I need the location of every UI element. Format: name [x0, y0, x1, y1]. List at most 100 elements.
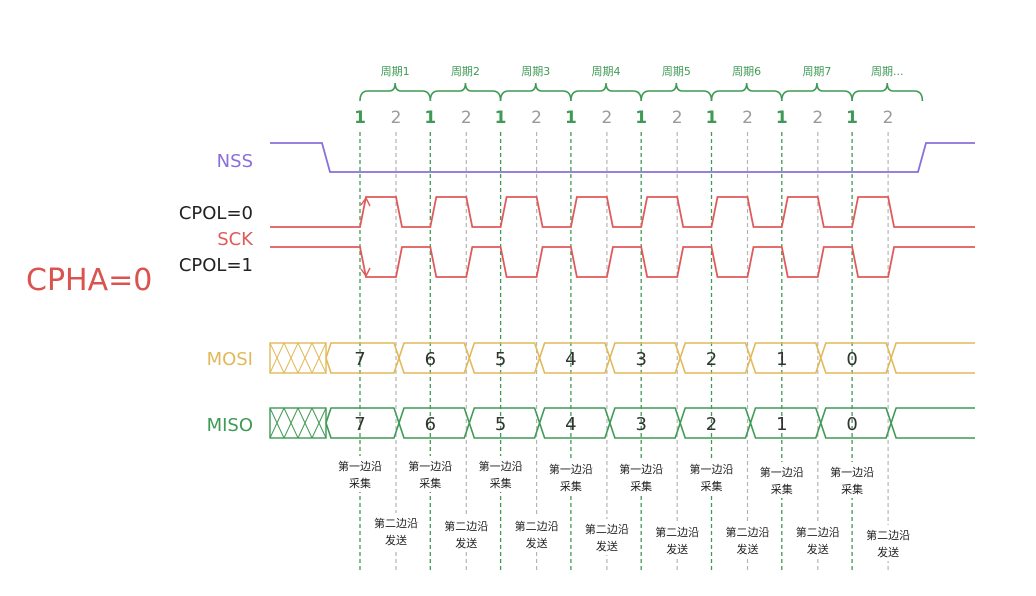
sample-note-line1: 第一边沿: [479, 459, 523, 473]
sample-note-line2: 采集: [630, 479, 652, 493]
sample-note-line1: 第一边沿: [408, 459, 452, 473]
mosi-bit-value: 4: [565, 349, 576, 370]
edge-1-number: 1: [776, 108, 788, 128]
edge-1-number: 1: [565, 108, 577, 128]
mosi-hatch: [283, 342, 299, 374]
sample-note-line1: 第一边沿: [619, 462, 663, 476]
miso-bit-value: 6: [425, 414, 436, 435]
period-brace: [359, 82, 432, 102]
period-label: 周期5: [662, 65, 691, 78]
edge-1-number: 1: [846, 108, 858, 128]
nss-line: [270, 142, 975, 173]
sample-note-line2: 采集: [490, 476, 512, 490]
sck-cpol0-line: [270, 196, 975, 228]
edge-1-number: 1: [635, 108, 647, 128]
period-label: 周期4: [592, 65, 621, 78]
period-label: 周期1: [381, 65, 410, 78]
sck-cpol1-line: [270, 246, 975, 278]
mosi-hatch: [269, 342, 285, 374]
send-note-line1: 第二边沿: [726, 525, 770, 539]
edge-1-number: 1: [354, 108, 366, 128]
note-bg: [791, 522, 844, 558]
note-bg: [544, 459, 597, 495]
send-note-line1: 第二边沿: [444, 519, 488, 533]
period-brace: [429, 82, 502, 102]
sck-cpol0-arrow: [360, 196, 371, 207]
note-bg: [651, 522, 704, 558]
send-note-line2: 发送: [877, 545, 899, 559]
miso-hatch: [269, 407, 285, 439]
mosi-bit-value: 6: [425, 349, 436, 370]
send-note-line1: 第二边沿: [796, 525, 840, 539]
sample-note-line2: 采集: [349, 476, 371, 490]
edge-2-number: 2: [812, 108, 823, 128]
mosi-bit-value: 3: [635, 349, 646, 370]
send-note-line2: 发送: [737, 542, 759, 556]
miso-hatch: [283, 407, 299, 439]
period-brace: [570, 82, 642, 102]
mosi-hatch: [297, 342, 313, 374]
mosi-bit-value: 5: [495, 349, 506, 370]
cpol0-label: CPOL=0: [179, 203, 253, 224]
edge-2-number: 2: [461, 108, 472, 128]
mosi-bit-value: 1: [776, 349, 787, 370]
note-bg: [334, 456, 386, 492]
mosi-undefined-box: [269, 342, 327, 374]
sample-note-line2: 采集: [771, 482, 793, 496]
note-bg: [580, 519, 633, 555]
sample-note-line2: 采集: [560, 479, 582, 493]
miso-hatch: [297, 407, 313, 439]
edge-notes: 第一边沿采集第二边沿发送第一边沿采集第二边沿发送第一边沿采集第二边沿发送第一边沿…: [334, 456, 915, 561]
sample-note-line1: 第一边沿: [830, 465, 874, 479]
edge-1-number: 1: [706, 108, 718, 128]
edge-2-number: 2: [883, 108, 894, 128]
edge-markers: 1 2 1 2 1 2 1 2 1 2 1 2 1 2 1 2: [354, 108, 894, 572]
edge-1-number: 1: [424, 108, 436, 128]
period-brace: [640, 82, 713, 102]
period-label: 周期2: [451, 65, 480, 78]
note-bg: [404, 456, 457, 492]
sck-waveforms: [270, 196, 975, 278]
cpol1-label: CPOL=1: [179, 255, 253, 276]
note-bg: [370, 513, 422, 549]
mosi-idle: [890, 342, 975, 374]
miso-bit-value: 4: [565, 414, 576, 435]
period-label: 周期7: [802, 65, 831, 78]
send-note-line2: 发送: [596, 539, 618, 553]
sample-note-line1: 第一边沿: [338, 459, 382, 473]
send-note-line1: 第二边沿: [866, 528, 910, 542]
mosi-bit-value: 0: [846, 349, 857, 370]
send-note-line2: 发送: [807, 542, 829, 556]
edge-2-number: 2: [601, 108, 612, 128]
note-bg: [510, 516, 563, 552]
send-note-line2: 发送: [526, 536, 548, 550]
send-note-line1: 第二边沿: [374, 516, 418, 530]
miso-bit-value: 5: [495, 414, 506, 435]
send-note-line2: 发送: [666, 542, 688, 556]
note-bg: [721, 522, 774, 558]
note-bg: [826, 462, 879, 498]
sample-note-line2: 采集: [841, 482, 863, 496]
miso-label: MISO: [207, 415, 253, 436]
miso-bit-value: 7: [354, 414, 365, 435]
note-bg: [755, 462, 808, 498]
nss-label: NSS: [217, 151, 253, 172]
miso-idle: [890, 407, 975, 439]
edge-2-number: 2: [531, 108, 542, 128]
sample-note-line1: 第一边沿: [760, 465, 804, 479]
miso-undefined-box: [269, 407, 327, 439]
sck-label: SCK: [217, 229, 254, 250]
send-note-line1: 第二边沿: [585, 522, 629, 536]
miso-bit-value: 0: [846, 414, 857, 435]
period-brace: [499, 82, 572, 102]
sample-note-line2: 采集: [701, 479, 723, 493]
send-note-line2: 发送: [385, 533, 407, 547]
period-label: 周期3: [521, 65, 550, 78]
send-note-line2: 发送: [455, 536, 477, 550]
edge-2-number: 2: [742, 108, 753, 128]
edge-2-number: 2: [391, 108, 402, 128]
miso-bit-value: 2: [706, 414, 717, 435]
note-bg: [615, 459, 668, 495]
